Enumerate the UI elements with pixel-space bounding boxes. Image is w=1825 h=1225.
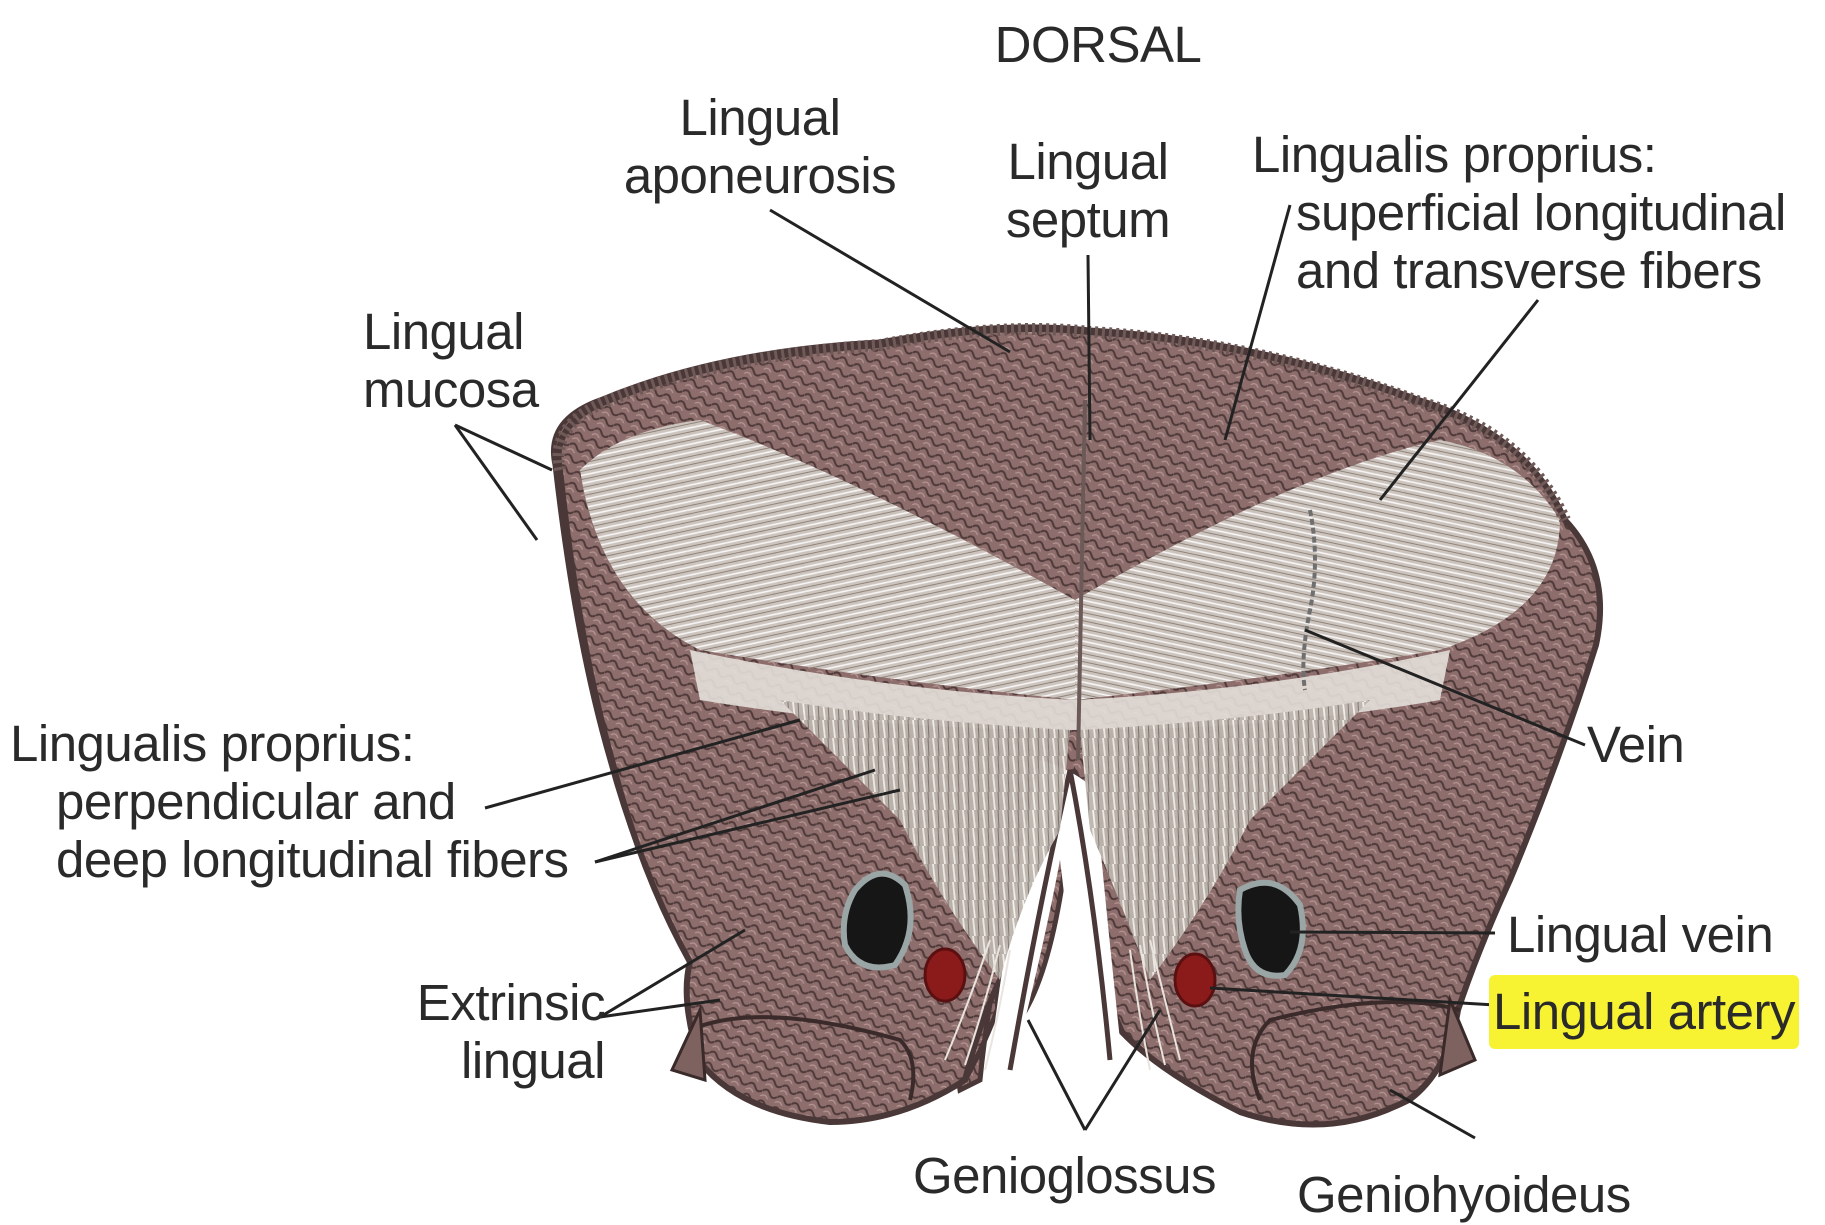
label-lingual-artery: Lingual artery bbox=[1489, 975, 1799, 1049]
lingual-vein-left bbox=[844, 874, 911, 968]
label-lingualis-deep: Lingualis proprius: perpendicular and de… bbox=[10, 715, 569, 889]
label-lingual-septum: Lingual septum bbox=[968, 133, 1208, 249]
label-line: mucosa bbox=[363, 361, 539, 419]
label-lingual-aponeurosis: Lingual aponeurosis bbox=[600, 89, 920, 205]
lingual-artery-right bbox=[1175, 954, 1215, 1006]
label-line: deep longitudinal fibers bbox=[10, 831, 569, 889]
label-extrinsic-lingual: Extrinsic lingual bbox=[385, 974, 605, 1090]
label-line: and transverse fibers bbox=[1252, 242, 1786, 300]
label-vein: Vein bbox=[1587, 716, 1684, 774]
label-line: Lingual bbox=[968, 133, 1208, 191]
label-line: aponeurosis bbox=[600, 147, 920, 205]
label-line: septum bbox=[968, 191, 1208, 249]
label-geniohyoideus: Geniohyoideus bbox=[1297, 1166, 1631, 1224]
label-lingualis-superficial: Lingualis proprius: superficial longitud… bbox=[1252, 126, 1786, 300]
label-lingual-mucosa: Lingual mucosa bbox=[363, 303, 539, 419]
lingual-artery-left bbox=[925, 949, 965, 1001]
label-line: lingual bbox=[385, 1032, 605, 1090]
label-genioglossus: Genioglossus bbox=[913, 1147, 1216, 1205]
label-line: superficial longitudinal bbox=[1252, 184, 1786, 242]
label-line: perpendicular and bbox=[10, 773, 569, 831]
label-line: Extrinsic bbox=[385, 974, 605, 1032]
label-line: Lingualis proprius: bbox=[10, 715, 569, 773]
label-line: Lingual bbox=[363, 303, 539, 361]
lingual-vein-right bbox=[1238, 883, 1303, 976]
label-line: Lingualis proprius: bbox=[1252, 126, 1786, 184]
label-lingual-vein: Lingual vein bbox=[1507, 906, 1773, 964]
orientation-label: DORSAL bbox=[978, 16, 1218, 74]
label-line: Lingual bbox=[600, 89, 920, 147]
